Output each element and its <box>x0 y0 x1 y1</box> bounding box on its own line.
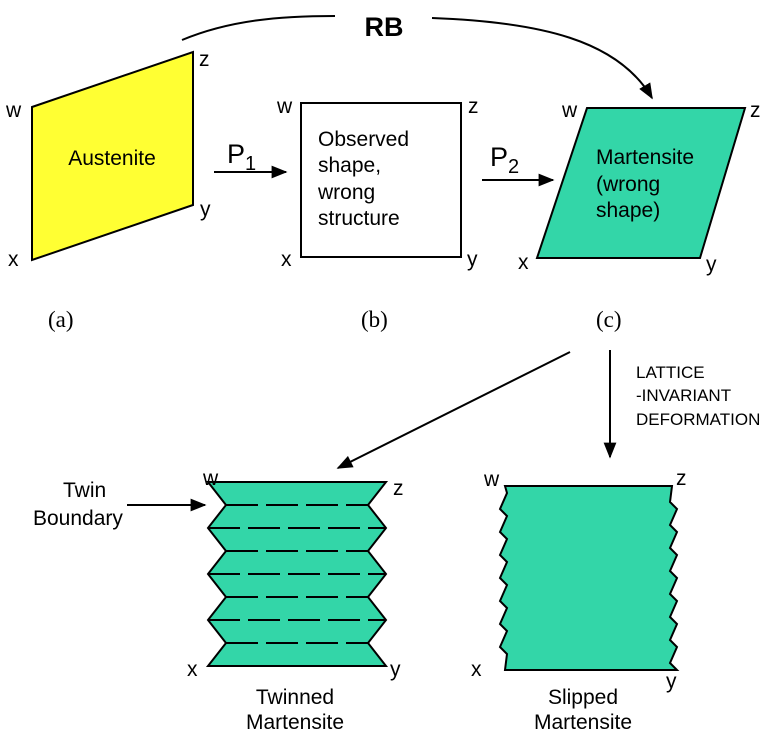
intermediate-vertex-z: z <box>468 95 479 118</box>
martensite-line3: shape) <box>596 199 660 222</box>
intermediate-vertex-w: w <box>276 95 293 118</box>
slipped-martensite-panel: w z x y Slipped Martensite <box>471 467 687 732</box>
twinned-vertex-x: x <box>187 658 198 681</box>
slipped-martensite-shape <box>498 485 680 671</box>
twinned-caption-line2: Martensite <box>246 711 344 732</box>
intermediate-panel: Observed shape, wrong structure w z x y <box>276 95 479 271</box>
intermediate-vertex-x: x <box>281 248 292 271</box>
panel-label-a: (a) <box>48 307 74 332</box>
rb-label: RB <box>365 12 404 42</box>
martensite-vertex-x: x <box>518 251 529 274</box>
austenite-label: Austenite <box>68 147 156 170</box>
lattice-invariant-label: LATTICE -INVARIANT DEFORMATION <box>636 363 760 429</box>
twinned-caption-line1: Twinned <box>256 686 334 709</box>
martensite-shape <box>535 107 747 259</box>
p1-arrow: P1 <box>214 139 288 179</box>
twinned-vertex-w: w <box>202 467 219 490</box>
panel-label-c: (c) <box>596 307 622 332</box>
martensite-panel: Martensite (wrong shape) w z x y <box>518 99 761 276</box>
martensite-vertex-z: z <box>750 99 761 122</box>
diagonal-arrow-to-twinned <box>336 351 571 469</box>
intermediate-line3: wrong <box>317 181 375 204</box>
slipped-caption-line2: Martensite <box>534 711 632 732</box>
lattice-label-line3: DEFORMATION <box>636 410 760 429</box>
twin-boundaries <box>208 504 386 644</box>
twin-boundary-line2: Boundary <box>33 507 123 530</box>
martensite-line1: Martensite <box>596 146 694 169</box>
intermediate-line1: Observed <box>318 128 409 151</box>
slipped-vertex-x: x <box>471 658 482 681</box>
panel-label-b: (b) <box>361 307 388 332</box>
martensite-vertex-y: y <box>706 253 717 276</box>
austenite-panel: Austenite w z y x <box>5 48 211 271</box>
austenite-shape <box>31 50 194 262</box>
twinned-vertex-y: y <box>390 658 401 681</box>
p2-label: P2 <box>490 142 519 178</box>
rb-arrow: RB <box>181 12 653 100</box>
lattice-label-line1: LATTICE <box>636 363 705 382</box>
intermediate-line4: structure <box>318 207 400 230</box>
lattice-label-line2: -INVARIANT <box>636 386 731 405</box>
austenite-vertex-y: y <box>200 198 211 221</box>
twin-boundary-line1: Twin <box>63 479 106 502</box>
twinned-martensite-panel: w z x y Twinned Martensite <box>187 467 404 732</box>
twin-boundary-pointer: Twin Boundary <box>33 479 207 530</box>
slipped-vertex-z: z <box>676 467 687 490</box>
rb-arrow-right-curve <box>431 17 653 100</box>
slipped-vertex-w: w <box>483 468 500 491</box>
twinned-vertex-z: z <box>393 477 404 500</box>
austenite-vertex-x: x <box>8 248 19 271</box>
martensite-vertex-w: w <box>561 99 578 122</box>
austenite-vertex-z: z <box>199 48 210 71</box>
rb-arrow-left-curve <box>181 15 336 41</box>
p2-arrow: P2 <box>482 142 555 187</box>
intermediate-shape <box>300 102 462 258</box>
intermediate-line2: shape, <box>318 154 381 177</box>
intermediate-vertex-y: y <box>467 248 478 271</box>
p1-label: P1 <box>227 139 256 175</box>
martensite-line2: (wrong <box>596 173 660 196</box>
slipped-vertex-y: y <box>666 670 677 693</box>
austenite-vertex-w: w <box>5 99 22 122</box>
slipped-caption-line1: Slipped <box>548 686 618 709</box>
